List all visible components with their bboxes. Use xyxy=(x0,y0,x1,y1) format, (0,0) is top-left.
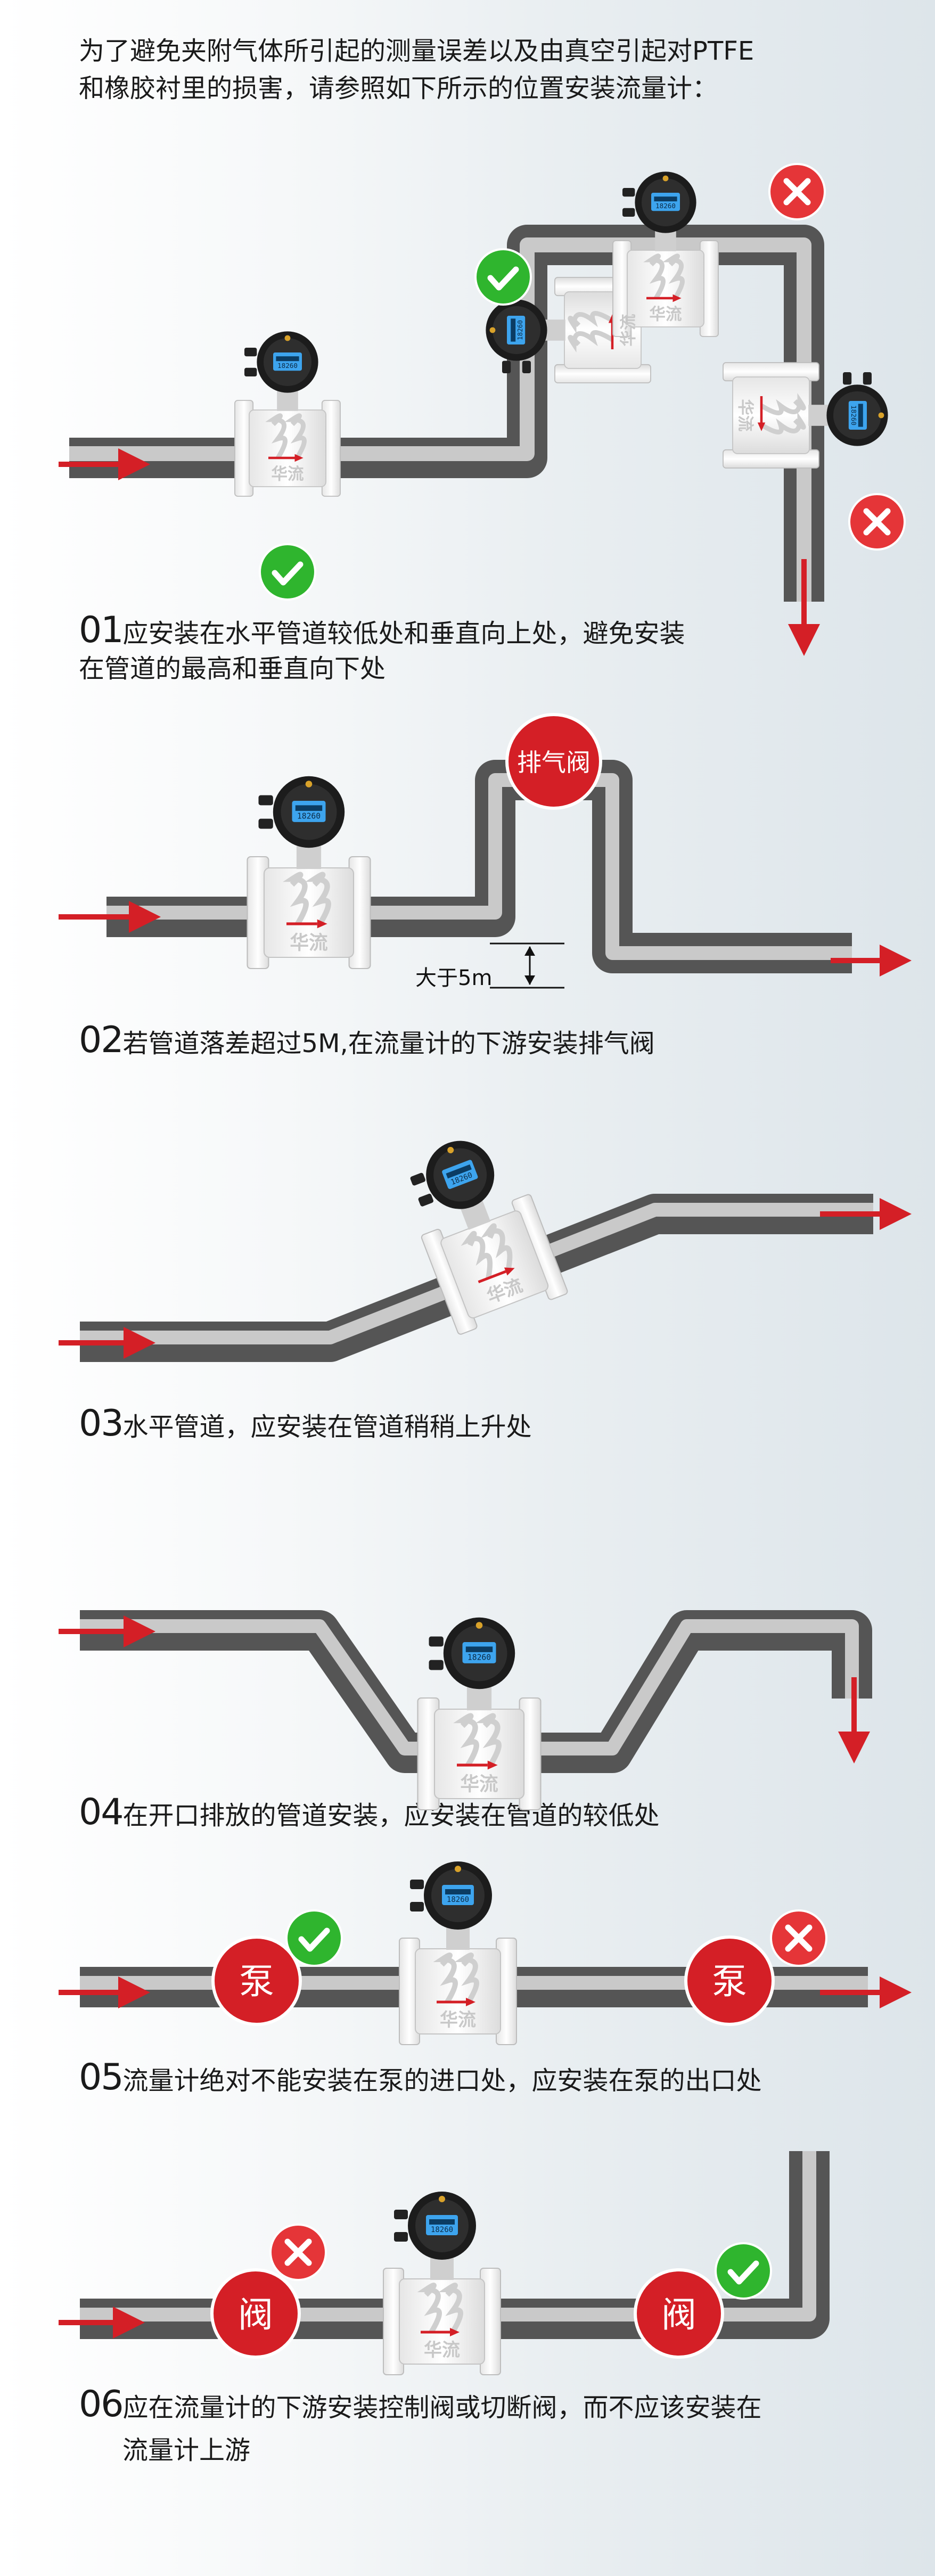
check-icon xyxy=(260,544,315,600)
diagram-section-02: 排气阀 大于5m xyxy=(59,713,912,990)
section-05-text: 流量计绝对不能安装在泵的进口处，应安装在泵的出口处 xyxy=(122,2066,762,2096)
intro-line-1: 为了避免夹附气体所引起的测量误差以及由真空引起对PTFE xyxy=(79,36,754,66)
section-01-text-line-2: 在管道的最高和垂直向下处 xyxy=(79,654,386,684)
pump-label: 泵 xyxy=(712,1961,747,2002)
pump-marker xyxy=(684,1935,775,2026)
meter-display-reading: 18260 xyxy=(850,405,858,425)
pump-marker xyxy=(211,1935,302,2026)
meter-display-reading: 18260 xyxy=(655,202,676,210)
meter-display-reading: 18260 xyxy=(277,362,298,370)
section-04-caption: 04在开口排放的管道安装，应安装在管道的较低处 xyxy=(79,1794,660,1834)
meter-display-reading: 18260 xyxy=(516,320,524,340)
section-03-caption: 03水平管道，应安装在管道稍稍上升处 xyxy=(79,1406,532,1445)
meter-brand-label: 华流 xyxy=(736,399,754,432)
section-06-text: 应在流量计的下游安装控制阀或切断阀，而不应该安装在 xyxy=(122,2393,762,2423)
height-label: 大于5m xyxy=(415,966,492,990)
section-03-text: 水平管道，应安装在管道稍稍上升处 xyxy=(122,1412,532,1442)
meter-brand-label: 华流 xyxy=(460,1773,498,1795)
diagram-section-01 xyxy=(59,164,905,656)
valve-label: 阀 xyxy=(661,2294,696,2335)
diagram-section-06: 阀 阀 xyxy=(59,2151,830,2375)
cross-icon xyxy=(769,164,825,219)
valve-marker xyxy=(634,2268,724,2359)
meter-brand-label: 华流 xyxy=(620,314,638,347)
section-01-text: 应安装在水平管道较低处和垂直向上处，避免安装 xyxy=(122,619,685,649)
section-04-text: 在开口排放的管道安装，应安装在管道的较低处 xyxy=(122,1801,660,1831)
diagram-section-05: 泵 泵 xyxy=(59,1861,912,2045)
cross-icon xyxy=(849,494,905,549)
section-02-text: 若管道落差超过5M,在流量计的下游安装排气阀 xyxy=(122,1029,655,1059)
pump-label: 泵 xyxy=(239,1961,274,2002)
diagram-section-04 xyxy=(59,1610,872,1810)
meter-brand-label: 华流 xyxy=(440,2009,476,2031)
intro-line-2: 和橡胶衬里的损害，请参照如下所示的位置安装流量计： xyxy=(79,73,718,103)
check-icon xyxy=(286,1910,342,1966)
section-03-number: 03 xyxy=(79,1402,124,1445)
meter-display-reading: 18260 xyxy=(468,1653,491,1662)
section-02-number: 02 xyxy=(79,1019,124,1061)
section-01-number: 01 xyxy=(79,609,124,651)
check-icon xyxy=(475,249,531,305)
cross-icon xyxy=(771,1910,826,1966)
check-icon xyxy=(716,2243,771,2299)
section-02-caption: 02若管道落差超过5M,在流量计的下游安装排气阀 xyxy=(79,1022,655,1062)
valve-marker xyxy=(210,2268,301,2359)
valve-label: 阀 xyxy=(238,2294,273,2335)
section-06-caption: 06应在流量计的下游安装控制阀或切断阀，而不应该安装在 xyxy=(79,2386,762,2426)
meter-display-reading: 18260 xyxy=(297,812,321,821)
meter-brand-label: 华流 xyxy=(290,932,327,954)
vent-valve-marker xyxy=(505,713,602,810)
meter-brand-label: 华流 xyxy=(649,306,682,324)
diagram-section-03 xyxy=(59,1122,912,1362)
section-04-number: 04 xyxy=(79,1791,124,1833)
meter-brand-label: 华流 xyxy=(424,2340,460,2361)
section-06-number: 06 xyxy=(79,2383,124,2425)
cross-icon xyxy=(270,2225,326,2280)
section-01-caption: 01应安装在水平管道较低处和垂直向上处，避免安装 xyxy=(79,612,685,652)
meter-display-reading: 18260 xyxy=(447,1896,469,1904)
vent-valve-label: 排气阀 xyxy=(517,748,590,777)
section-06-text-line-2: 流量计上游 xyxy=(122,2435,251,2465)
section-05-number: 05 xyxy=(79,2056,124,2098)
section-05-caption: 05流量计绝对不能安装在泵的进口处，应安装在泵的出口处 xyxy=(79,2060,762,2099)
meter-display-reading: 18260 xyxy=(431,2226,453,2234)
meter-labels: 华流 18260 华流 18260 华流 18260 华流 18260 华流 18260 华流 182… xyxy=(271,202,858,2361)
meter-brand-label: 华流 xyxy=(271,465,304,484)
